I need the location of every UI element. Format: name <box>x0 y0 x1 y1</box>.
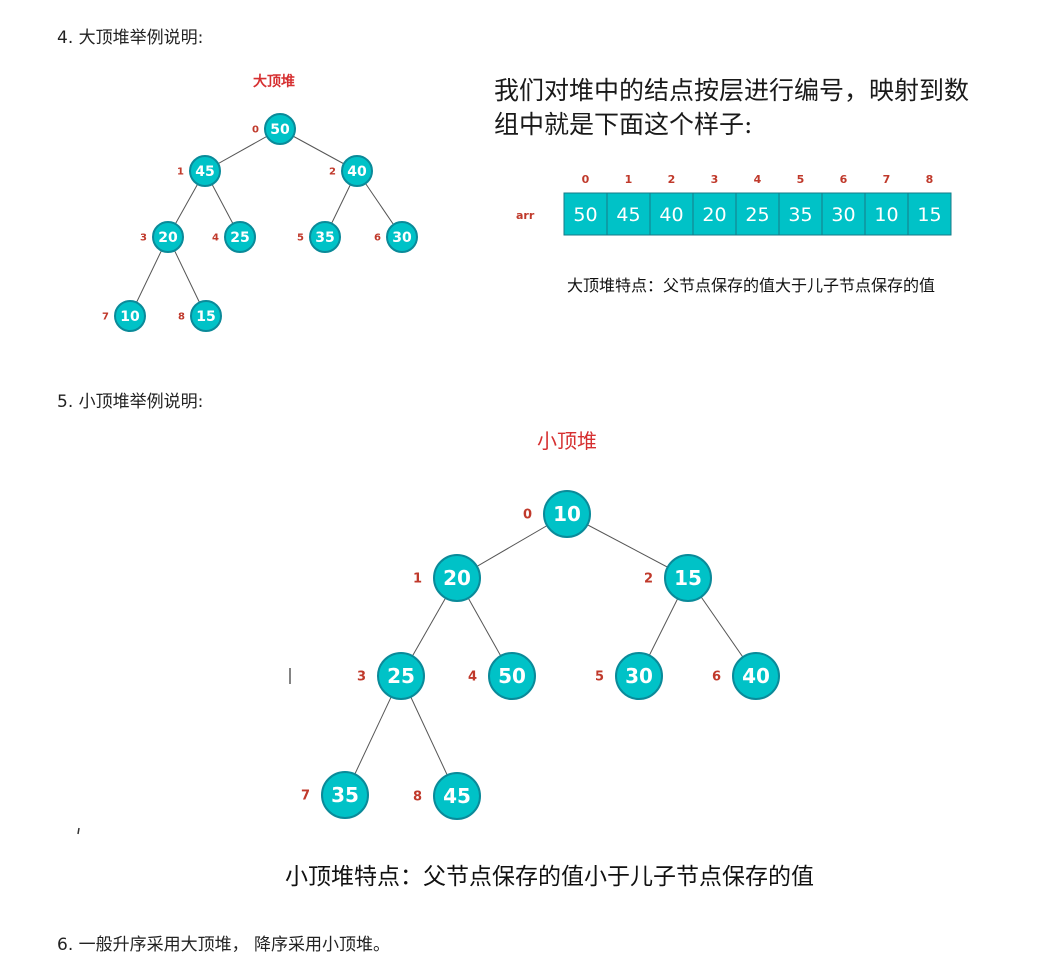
heap-node <box>433 554 481 602</box>
array-cell-value: 30 <box>831 204 855 226</box>
max-heap-caption: 大顶堆特点：父节点保存的值大于儿子节点保存的值 <box>567 276 936 295</box>
array-index: 6 <box>840 173 848 186</box>
heap-node <box>664 554 712 602</box>
heap-node-index: 5 <box>595 670 604 685</box>
heap-node-value: 35 <box>331 783 359 807</box>
min-heap-nodes: 10 0 20 1 15 2 25 3 50 4 30 5 40 6 35 7 45 8 <box>301 490 780 820</box>
heap-node-value: 25 <box>387 664 415 688</box>
array-cell-value: 15 <box>917 204 941 226</box>
min-heap-title: 小顶堆 <box>537 429 597 453</box>
heap-node-value: 35 <box>315 230 334 246</box>
array-label: arr <box>516 209 535 222</box>
array-cell <box>692 192 737 236</box>
heap-node <box>543 490 591 538</box>
array-index: 8 <box>926 173 934 186</box>
heap-node-value: 10 <box>120 309 140 325</box>
heap-node <box>224 221 256 253</box>
heap-node-value: 40 <box>742 664 770 688</box>
array-cell <box>907 192 952 236</box>
array-cell-value: 40 <box>659 204 683 226</box>
heap-node-index: 0 <box>252 125 259 136</box>
heap-node-value: 10 <box>553 502 581 526</box>
array-cell <box>563 192 608 236</box>
heap-node-index: 8 <box>413 790 422 805</box>
heap-node-value: 40 <box>347 164 367 180</box>
min-heap-diagram: 小顶堆 10 0 20 1 15 2 25 3 50 4 30 5 40 6 35 7 45 8 <box>77 429 780 835</box>
array-index: 2 <box>668 173 676 186</box>
heap-node-index: 4 <box>468 670 477 685</box>
heap-node-value: 30 <box>392 230 412 246</box>
heap-node-value: 20 <box>443 566 471 590</box>
heap-node-index: 4 <box>212 233 219 244</box>
array-cells: 50 45 40 20 25 35 30 10 15 <box>563 192 952 236</box>
list-item-5: 5. 小顶堆举例说明: <box>57 392 204 412</box>
heap-node-value: 30 <box>625 664 653 688</box>
list-item-6: 6. 一般升序采用大顶堆， 降序采用小顶堆。 <box>57 935 391 955</box>
heap-node-value: 45 <box>195 164 214 180</box>
heap-node <box>615 652 663 700</box>
array-index: 1 <box>625 173 633 186</box>
array-cell <box>864 192 909 236</box>
heap-node <box>114 300 146 332</box>
array-index: 4 <box>754 173 762 186</box>
heap-node <box>190 300 222 332</box>
heap-node <box>321 771 369 819</box>
heap-node-value: 45 <box>443 784 471 808</box>
array-cell <box>778 192 823 236</box>
array-cell <box>606 192 651 236</box>
heap-node <box>189 155 221 187</box>
heap-node <box>341 155 373 187</box>
stray-mark <box>77 827 80 835</box>
heap-node-index: 1 <box>177 167 184 178</box>
heap-node-value: 25 <box>230 230 249 246</box>
mapping-text-line1: 我们对堆中的结点按层进行编号，映射到数 <box>494 76 970 105</box>
heap-node-index: 5 <box>297 233 304 244</box>
array-cell-value: 45 <box>616 204 640 226</box>
array-cell-value: 50 <box>573 204 597 226</box>
heap-node <box>152 221 184 253</box>
max-heap-title: 大顶堆 <box>253 73 295 90</box>
heap-node-index: 2 <box>329 167 336 178</box>
heap-node-value: 50 <box>498 664 526 688</box>
heap-node-index: 7 <box>102 312 109 323</box>
heap-node <box>264 113 296 145</box>
heap-node <box>377 652 425 700</box>
array-cell-value: 25 <box>745 204 769 226</box>
heap-node-value: 20 <box>158 230 178 246</box>
list-item-4: 4. 大顶堆举例说明: <box>57 28 204 48</box>
mapping-text-line2: 组中就是下面这个样子: <box>494 110 753 139</box>
heap-node <box>433 772 481 820</box>
heap-node-index: 6 <box>374 233 381 244</box>
heap-node-index: 6 <box>712 670 721 685</box>
heap-node-value: 50 <box>270 122 290 138</box>
heap-node-value: 15 <box>196 309 215 325</box>
array-index: 5 <box>797 173 805 186</box>
max-heap-diagram: 大顶堆 50 0 45 1 40 2 20 3 25 4 35 5 30 6 10 7 15 8 <box>102 73 418 332</box>
heap-node <box>488 652 536 700</box>
heap-node-index: 8 <box>178 312 185 323</box>
array-cell <box>649 192 694 236</box>
array-index: 7 <box>883 173 891 186</box>
array-cell-value: 35 <box>788 204 812 226</box>
heap-node-index: 0 <box>523 508 532 523</box>
heap-node-index: 7 <box>301 789 310 804</box>
array-index: 3 <box>711 173 719 186</box>
max-heap-nodes: 50 0 45 1 40 2 20 3 25 4 35 5 30 6 10 7 15 8 <box>102 113 418 332</box>
array-index: 0 <box>582 173 590 186</box>
array-cell-value: 20 <box>702 204 726 226</box>
heap-node <box>732 652 780 700</box>
heap-node <box>309 221 341 253</box>
heap-node-index: 3 <box>357 670 366 685</box>
array-indices: 0 1 2 3 4 5 6 7 8 <box>582 173 934 186</box>
heap-node <box>386 221 418 253</box>
heap-node-index: 3 <box>140 233 147 244</box>
min-heap-caption: 小顶堆特点：父节点保存的值小于儿子节点保存的值 <box>285 864 814 890</box>
heap-node-index: 1 <box>413 572 422 587</box>
heap-node-index: 2 <box>644 572 653 587</box>
array-cell-value: 10 <box>874 204 898 226</box>
heap-node-value: 15 <box>674 566 702 590</box>
array-cell <box>821 192 866 236</box>
